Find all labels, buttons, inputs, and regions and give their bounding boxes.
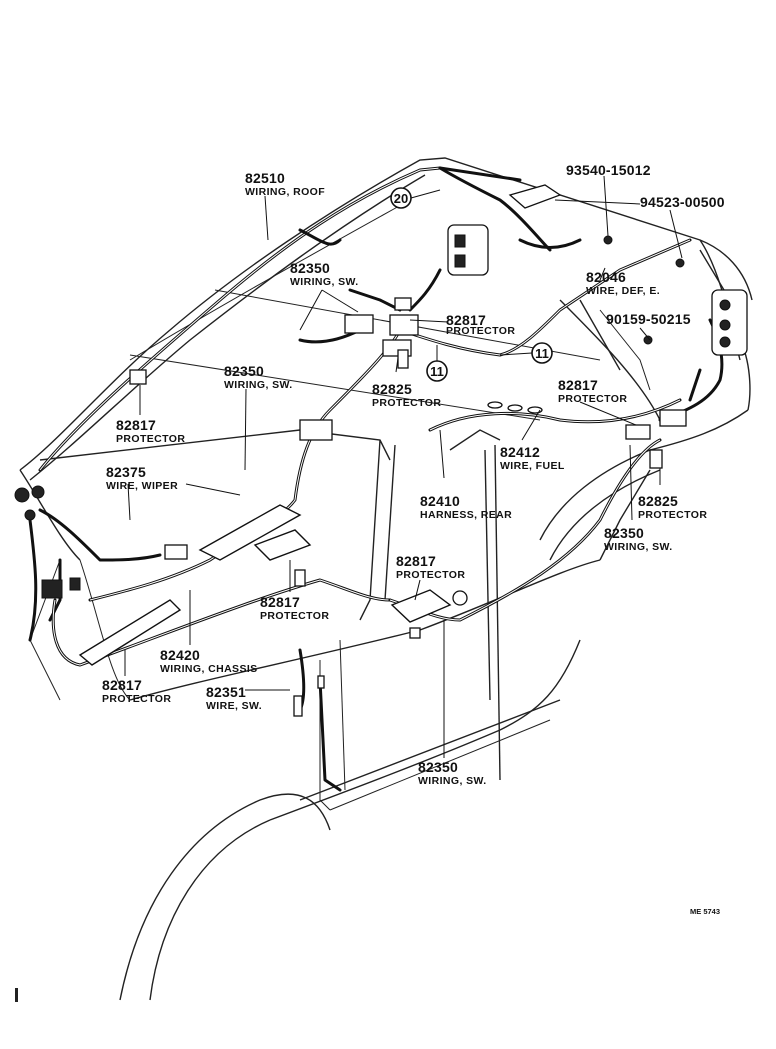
callout-82817-mid-number: 82817 [396,553,436,569]
callout-82817-bottom-label: PROTECTOR [102,693,171,705]
callout-82412-label: WIRE, FUEL [500,460,565,472]
callout-82375-label: WIRE, WIPER [106,480,178,492]
callout-82817-right-number: 82817 [558,377,598,393]
dome-lamp-part [508,184,562,209]
svg-text:11: 11 [535,346,549,361]
callout-82351-number: 82351 [206,684,246,700]
callout-90159-number: 90159-50215 [606,311,691,327]
svg-text:11: 11 [430,364,444,379]
callout-82817-bottom-number: 82817 [102,677,142,693]
callout-82817-right-label: PROTECTOR [558,393,627,405]
callout-82825-center-number: 82825 [372,381,412,397]
callout-82420-label: WIRING, CHASSIS [160,663,258,675]
callout-82350-right-label: WIRING, SW. [604,541,673,553]
protector-plate [198,504,302,561]
components [14,184,748,717]
callout-82350-bottom-number: 82350 [418,759,458,775]
marker-11-center: 11 [426,360,448,382]
callout-82817-mid-label: PROTECTOR [396,569,465,581]
callout-82420-number: 82420 [160,647,200,663]
callout-82350-mid-label: WIRING, SW. [224,379,293,391]
callout-82046-number: 82046 [586,269,626,285]
callout-82351-label: WIRE, SW. [206,700,262,712]
callout-94523-number: 94523-00500 [640,194,725,210]
callout-82350-bottom-label: WIRING, SW. [418,775,487,787]
callout-82817-top-label: PROTECTOR [446,325,515,337]
callout-82046-label: WIRE, DEF, E. [586,285,660,297]
callout-82350-top-number: 82350 [290,260,330,276]
callout-82412-number: 82412 [500,444,540,460]
callout-82817-top-number: 82817 [446,312,486,328]
callout-82350-right-number: 82350 [604,525,644,541]
callout-82817-center-number: 82817 [260,594,300,610]
edge-mark [15,988,18,1002]
reference-code: ME 5743 [690,907,720,916]
callout-82510-number: 82510 [245,170,285,186]
callout-82410-number: 82410 [420,493,460,509]
callout-labels: 82510 WIRING, ROOF 93540-15012 94523-005… [102,162,725,916]
callout-82817-left-number: 82817 [116,417,156,433]
callout-82510-label: WIRING, ROOF [245,186,325,198]
callout-82350-top-label: WIRING, SW. [290,276,359,288]
callout-82350-mid-number: 82350 [224,363,264,379]
circle-markers: 20 11 11 [390,187,553,382]
harness-routes [28,166,724,792]
callout-82410-label: HARNESS, REAR [420,509,512,521]
callout-82375-number: 82375 [106,464,146,480]
marker-11-right: 11 [531,342,553,364]
callout-82825-center-label: PROTECTOR [372,397,441,409]
svg-text:20: 20 [394,191,408,206]
leader-lines [124,175,683,758]
marker-20: 20 [390,187,412,209]
callout-82817-left-label: PROTECTOR [116,433,185,445]
callout-82817-center-label: PROTECTOR [260,610,329,622]
callout-93540-number: 93540-15012 [566,162,651,178]
callout-82825-right-label: PROTECTOR [638,509,707,521]
callout-82825-right-number: 82825 [638,493,678,509]
